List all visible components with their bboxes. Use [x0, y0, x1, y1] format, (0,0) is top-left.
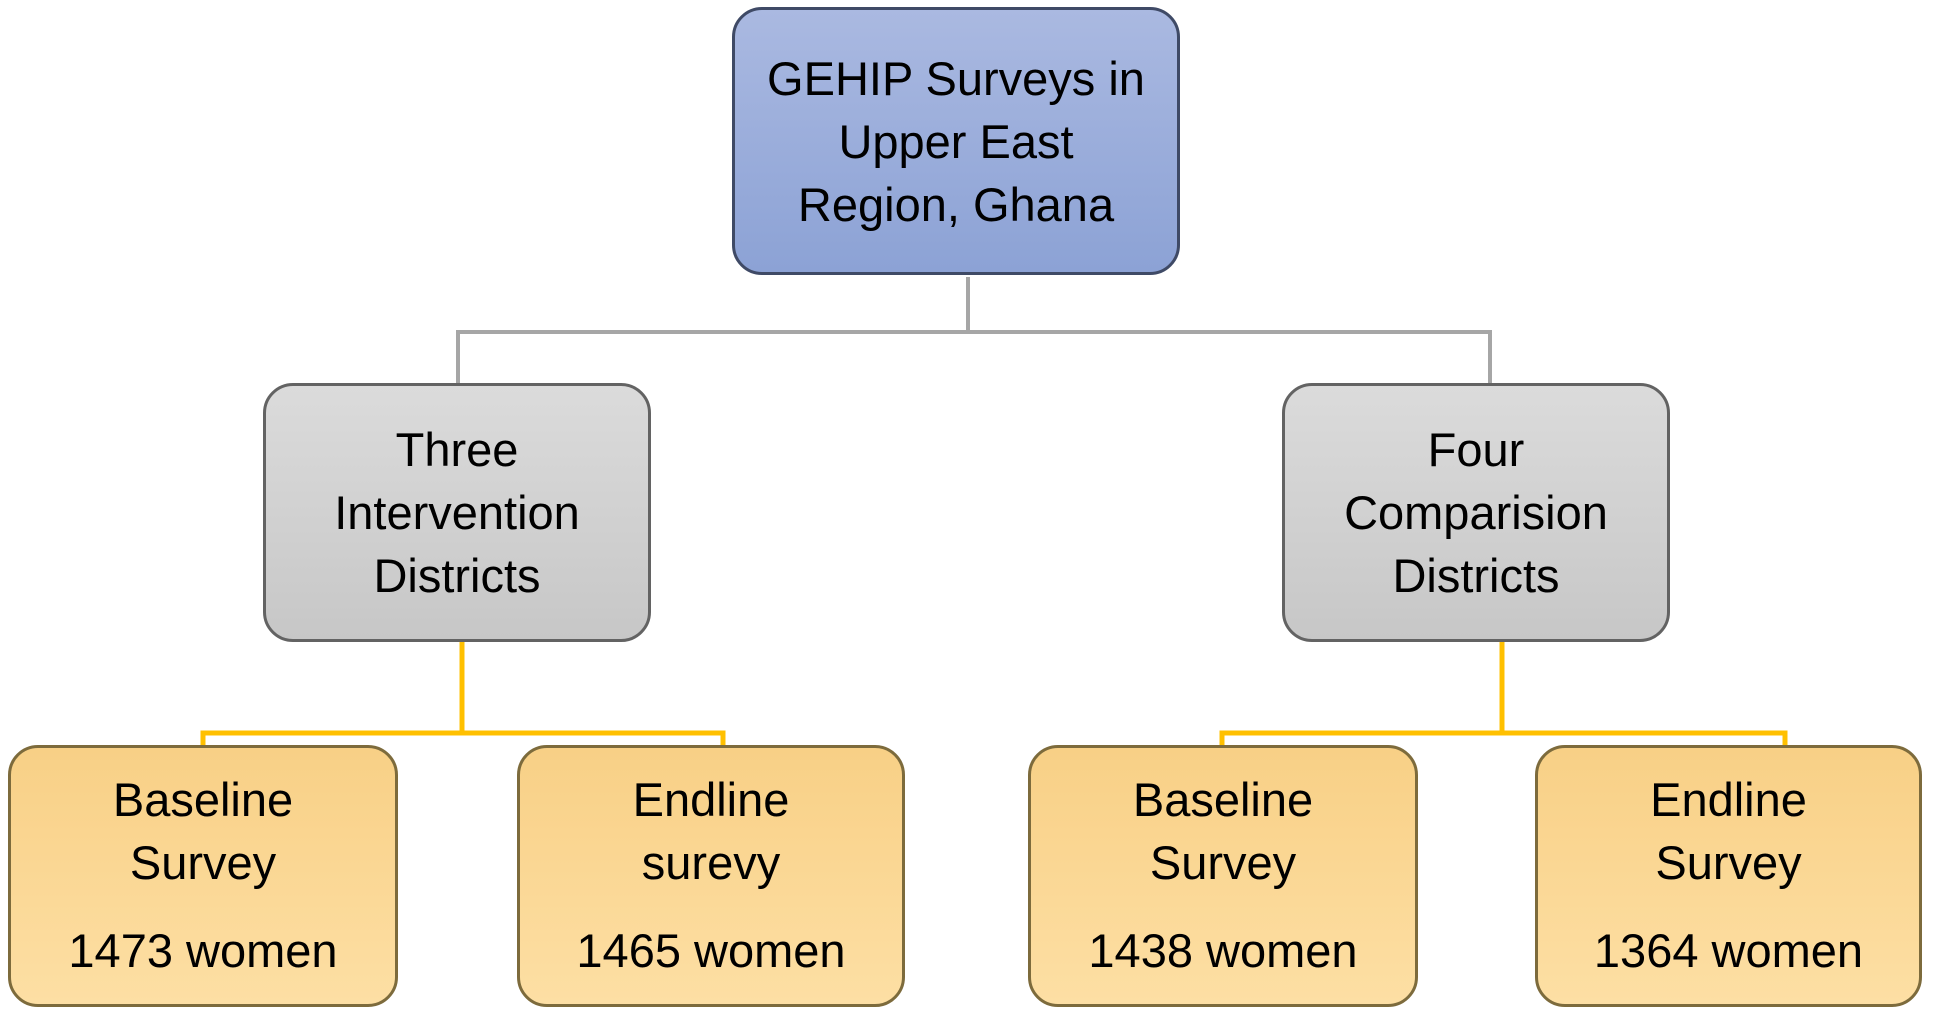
root-node-line: GEHIP Surveys in: [767, 51, 1145, 105]
leaf-count: 1473 women: [68, 924, 338, 977]
leaf-count: 1364 women: [1593, 924, 1864, 977]
root-node-gehip-surveys: GEHIP Surveys in Upper East Region, Ghan…: [732, 7, 1180, 275]
leaf-node-endline-comparison: Endline Survey 1364 women: [1535, 745, 1922, 1007]
leaf-node-baseline-comparison: Baseline Survey 1438 women: [1028, 745, 1418, 1007]
comparison-node-line: Comparision: [1344, 486, 1608, 539]
leaf-title-line: surevy: [641, 836, 781, 889]
leaf-node-baseline-intervention: Baseline Survey 1473 women: [8, 745, 398, 1007]
comparison-node-line: Four: [1427, 423, 1525, 476]
leaf-title-line: Endline: [1650, 773, 1807, 826]
leaf-title-line: Baseline: [1132, 773, 1314, 826]
intervention-node-line: Districts: [373, 549, 541, 602]
root-node-line: Region, Ghana: [797, 177, 1115, 231]
connector-comparison-to-leaves: [1219, 730, 1788, 747]
leaf-title-line: Baseline: [112, 773, 294, 826]
leaf-title-line: Endline: [632, 773, 790, 826]
intervention-node-line: Three: [395, 423, 519, 476]
leaf-title-line: Survey: [1149, 836, 1297, 889]
comparison-districts-node: Four Comparision Districts: [1282, 383, 1670, 642]
connector-root-to-branches: [456, 330, 1492, 385]
intervention-districts-node: Three Intervention Districts: [263, 383, 651, 642]
connector-intervention-to-leaves: [200, 730, 726, 747]
leaf-count: 1465 women: [576, 924, 846, 977]
intervention-node-line: Intervention: [334, 486, 580, 539]
leaf-title-line: Survey: [1655, 836, 1802, 889]
leaf-node-endline-intervention: Endline surevy 1465 women: [517, 745, 905, 1007]
root-node-line: Upper East: [838, 114, 1074, 168]
comparison-node-line: Districts: [1392, 549, 1560, 602]
leaf-count: 1438 women: [1088, 924, 1358, 977]
leaf-title-line: Survey: [129, 836, 277, 889]
